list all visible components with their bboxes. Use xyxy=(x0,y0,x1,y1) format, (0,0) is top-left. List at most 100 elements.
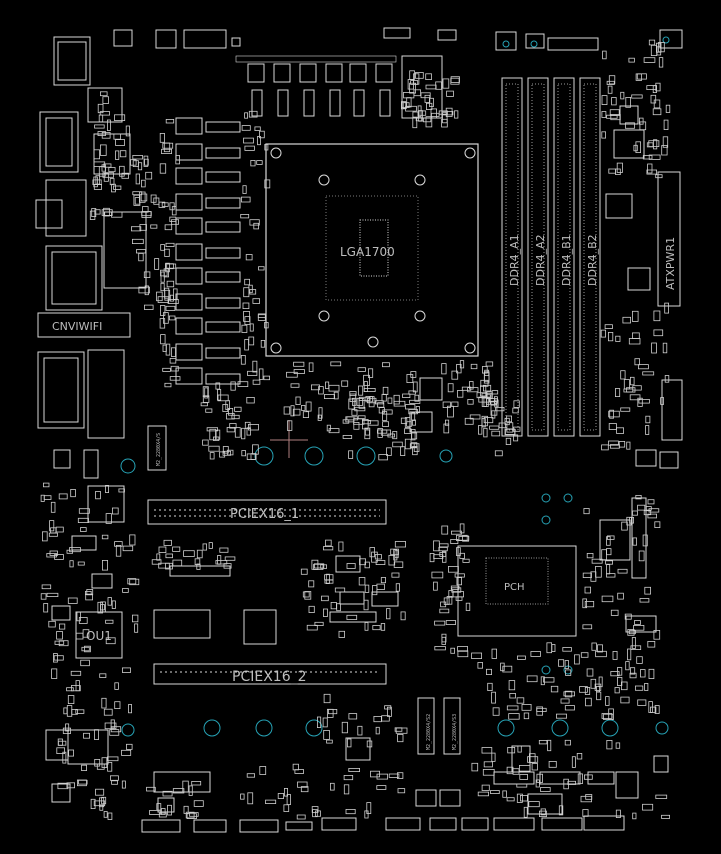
passive-component xyxy=(506,705,519,711)
passive-component xyxy=(95,490,101,500)
passive-component xyxy=(586,668,594,677)
passive-component xyxy=(102,560,109,571)
passive-component xyxy=(110,719,115,729)
passive-component xyxy=(84,645,91,653)
passive-component xyxy=(349,393,357,402)
pcie-slot-2: PCIEX16_2 xyxy=(153,663,387,685)
passive-component xyxy=(241,450,247,457)
passive-component xyxy=(308,580,315,588)
passive-component xyxy=(601,111,607,118)
passive-component xyxy=(517,655,526,660)
passive-component xyxy=(397,734,404,743)
passive-component xyxy=(508,713,520,720)
passive-component xyxy=(519,765,531,772)
passive-component xyxy=(459,523,465,534)
passive-component xyxy=(295,396,301,405)
passive-component xyxy=(371,551,378,563)
passive-component xyxy=(356,397,363,406)
passive-component xyxy=(456,547,461,556)
passive-component xyxy=(630,376,635,386)
passive-component xyxy=(325,573,330,585)
passive-component xyxy=(635,141,642,154)
passive-component xyxy=(457,646,469,652)
passive-component xyxy=(166,280,175,288)
passive-component xyxy=(114,114,126,122)
passive-component xyxy=(101,757,108,768)
passive-component xyxy=(121,780,126,789)
passive-component xyxy=(107,119,111,131)
passive-component xyxy=(246,773,255,778)
passive-component xyxy=(630,667,636,675)
passive-component xyxy=(393,400,406,407)
passive-component xyxy=(610,671,620,677)
passive-component xyxy=(517,745,522,753)
passive-component xyxy=(400,446,406,457)
passive-component xyxy=(158,201,166,208)
passive-component xyxy=(151,559,162,565)
passive-component xyxy=(536,706,543,716)
passive-component xyxy=(638,364,649,370)
passive-component xyxy=(164,248,170,257)
passive-component xyxy=(130,226,142,232)
passive-component xyxy=(241,125,251,131)
passive-component xyxy=(404,428,412,435)
passive-component xyxy=(462,558,470,563)
passive-component xyxy=(143,304,154,310)
passive-component xyxy=(244,339,249,351)
passive-component xyxy=(144,285,149,296)
passive-component xyxy=(264,322,269,329)
passive-component xyxy=(584,774,593,780)
passive-component xyxy=(91,208,97,218)
passive-component xyxy=(244,278,250,286)
passive-component xyxy=(632,510,638,516)
passive-component xyxy=(53,653,58,663)
passive-component xyxy=(364,622,369,631)
passive-component xyxy=(67,597,78,604)
passive-component xyxy=(563,778,569,790)
passive-component xyxy=(440,601,447,608)
misc-components xyxy=(45,377,683,815)
passive-component xyxy=(103,708,113,716)
passive-component xyxy=(160,334,166,345)
passive-component xyxy=(249,219,260,226)
passive-component xyxy=(576,753,583,760)
passive-component xyxy=(169,376,181,381)
passive-component xyxy=(171,206,177,216)
passive-component xyxy=(240,196,251,203)
passive-component xyxy=(318,407,323,419)
passive-component xyxy=(141,179,146,188)
passive-component xyxy=(606,564,611,575)
passive-component xyxy=(330,602,337,610)
passive-component xyxy=(643,57,656,63)
passive-component xyxy=(248,110,258,118)
passive-component xyxy=(358,385,364,396)
passive-component xyxy=(89,210,96,220)
passive-component xyxy=(103,811,108,818)
dimm-a1-label: DDR4_A1 xyxy=(508,234,521,286)
passive-component xyxy=(326,424,331,432)
passive-component xyxy=(485,668,492,675)
passive-component xyxy=(222,404,229,412)
passive-component xyxy=(172,559,183,567)
passive-component xyxy=(491,648,497,659)
passive-component xyxy=(342,434,353,439)
passive-component xyxy=(57,738,63,746)
passive-component xyxy=(608,75,616,85)
passive-component xyxy=(366,740,373,748)
passive-component xyxy=(165,262,170,273)
passive-component xyxy=(202,439,209,446)
passive-component xyxy=(644,586,651,595)
passive-component xyxy=(114,541,123,547)
passive-component xyxy=(113,185,122,190)
passive-component xyxy=(326,739,333,744)
passive-component xyxy=(523,806,528,818)
passive-component xyxy=(126,743,133,750)
passive-component xyxy=(40,494,45,502)
passive-component xyxy=(164,224,173,231)
passive-component xyxy=(563,691,576,697)
passive-component xyxy=(452,591,465,598)
passive-component xyxy=(384,705,392,710)
passive-component xyxy=(134,623,139,633)
passive-component xyxy=(158,546,167,553)
passive-component xyxy=(394,727,403,732)
